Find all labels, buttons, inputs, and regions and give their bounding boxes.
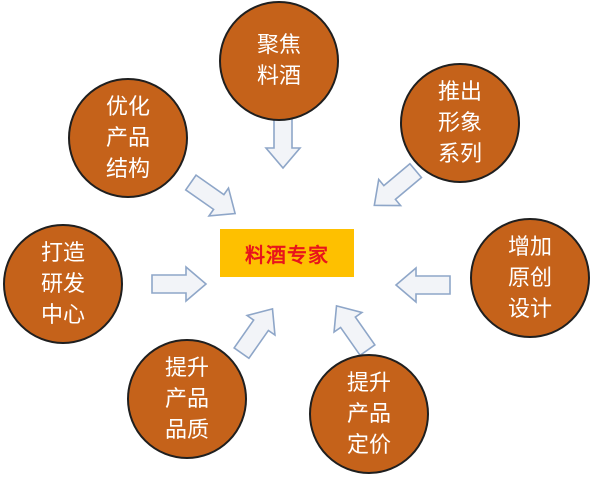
center-box: 料酒专家 bbox=[220, 229, 354, 277]
node-pricing-label: 提升 产品 定价 bbox=[346, 370, 391, 458]
arrow-from-design bbox=[394, 266, 451, 304]
arrow-from-focus bbox=[264, 113, 302, 170]
arrow-from-image bbox=[373, 162, 423, 207]
node-focus-cooking-wine: 聚焦 料酒 bbox=[219, 1, 339, 121]
node-image-series: 推出 形象 系列 bbox=[400, 63, 520, 183]
arrow-from-structure bbox=[184, 174, 237, 217]
node-rnd-center: 打造 研发 中心 bbox=[3, 224, 123, 344]
node-image-label: 推出 形象 系列 bbox=[437, 79, 482, 167]
node-quality-label: 提升 产品 品质 bbox=[164, 355, 209, 443]
arrow-from-quality bbox=[233, 307, 276, 360]
node-structure-label: 优化 产品 结构 bbox=[105, 94, 150, 182]
arrow-from-rnd bbox=[151, 265, 208, 303]
center-label: 料酒专家 bbox=[245, 242, 329, 267]
node-focus-label: 聚焦 料酒 bbox=[256, 33, 301, 89]
node-optimize-structure: 优化 产品 结构 bbox=[68, 78, 188, 198]
node-rnd-label: 打造 研发 中心 bbox=[40, 240, 85, 328]
arrow-from-pricing bbox=[333, 304, 376, 357]
node-design-label: 增加 原创 设计 bbox=[507, 234, 552, 322]
node-raise-pricing: 提升 产品 定价 bbox=[309, 354, 429, 474]
node-original-design: 增加 原创 设计 bbox=[470, 218, 590, 338]
node-raise-quality: 提升 产品 品质 bbox=[127, 339, 247, 459]
